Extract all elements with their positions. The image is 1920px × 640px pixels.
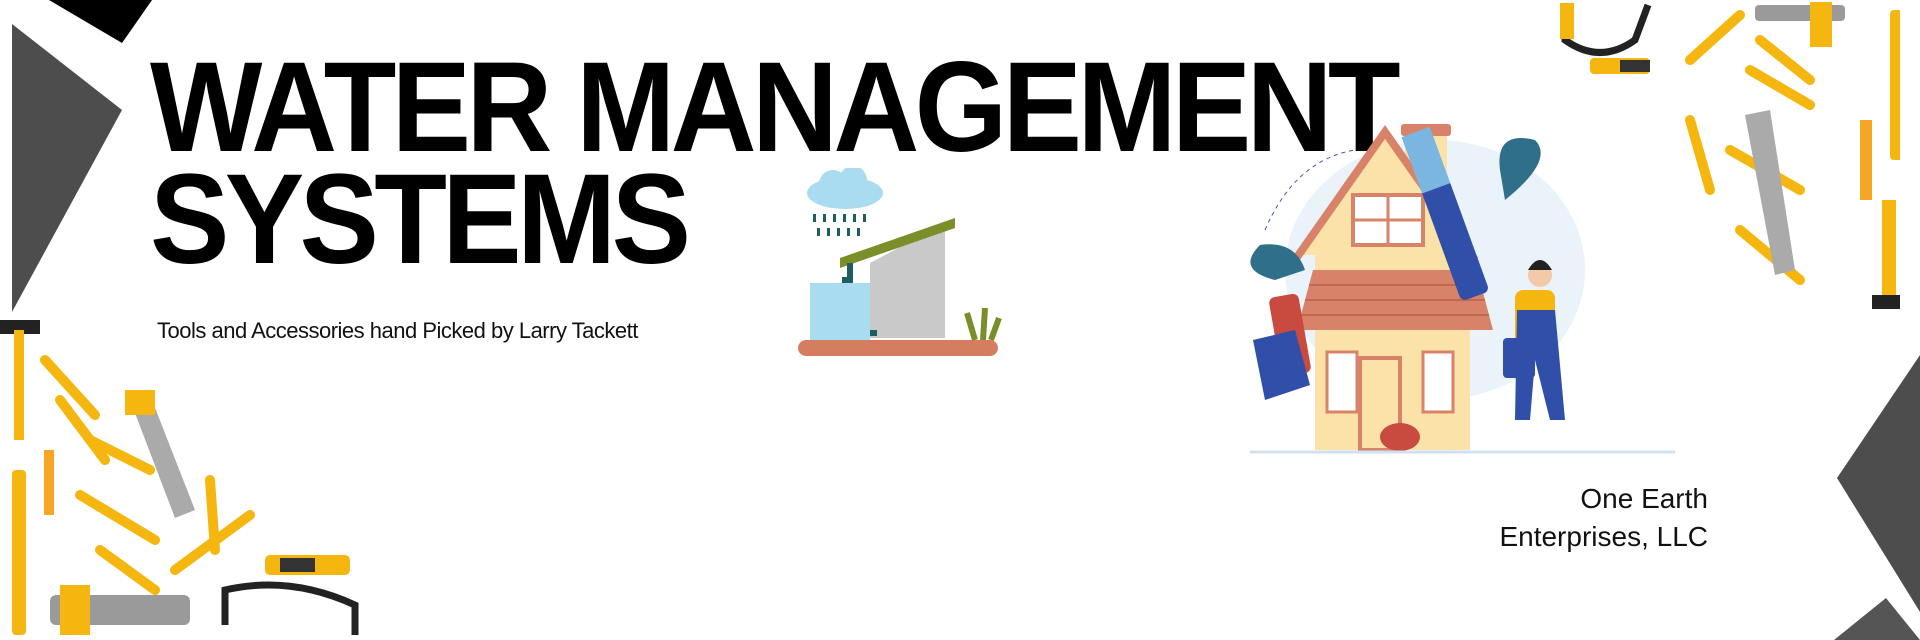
right-gray-triangle xyxy=(1837,355,1920,612)
rainwater-system-illustration xyxy=(798,168,1002,356)
subtitle: Tools and Accessories hand Picked by Lar… xyxy=(157,318,638,343)
page-title-line2: SYSTEMS xyxy=(150,148,691,291)
top-black-triangle xyxy=(49,0,152,43)
page-title-line1: WATER MANAGEMENT xyxy=(150,36,1401,179)
company-name: One Earth Enterprises, LLC xyxy=(1499,480,1708,556)
bottom-right-gray-triangle xyxy=(1834,598,1920,640)
company-line1: One Earth xyxy=(1580,483,1708,514)
company-line2: Enterprises, LLC xyxy=(1499,521,1708,552)
left-gray-triangle xyxy=(12,24,122,312)
tools-bottom-left xyxy=(0,320,359,635)
house-repair-illustration xyxy=(1250,124,1675,454)
tools-top-right xyxy=(1560,2,1900,309)
